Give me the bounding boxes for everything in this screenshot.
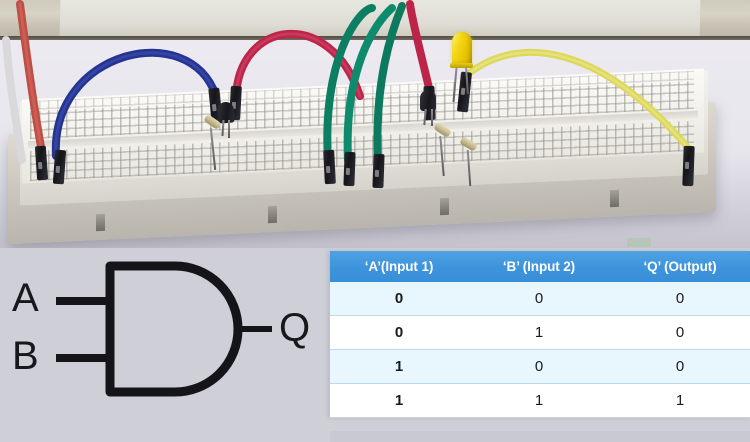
dupont-connector xyxy=(682,145,695,187)
and-gate-symbol: A B Q xyxy=(0,248,330,442)
dupont-connector xyxy=(323,149,336,185)
desk-speck xyxy=(627,238,651,247)
cell-q: 0 xyxy=(610,282,750,316)
and-gate-body xyxy=(105,261,243,397)
truth-table: ‘A’(Input 1) ‘B’ (Input 2) ‘Q’ (Output) … xyxy=(330,251,750,418)
cell-a: 0 xyxy=(330,315,468,350)
led-yellow xyxy=(452,32,472,66)
cell-q: 1 xyxy=(610,383,750,418)
input-b-label: B xyxy=(12,334,39,378)
transistor xyxy=(420,90,436,111)
cell-q: 0 xyxy=(610,315,750,350)
column-header-q: ‘Q’ (Output) xyxy=(610,251,750,282)
dupont-connector xyxy=(34,145,49,181)
dupont-connector xyxy=(372,153,385,189)
component-lead xyxy=(228,120,230,138)
cell-a: 1 xyxy=(330,349,468,384)
led-rim xyxy=(450,63,473,68)
table-row: 1 1 1 xyxy=(330,383,750,418)
output-q-label: Q xyxy=(279,306,311,350)
gate-drawing xyxy=(56,261,272,397)
cell-a: 1 xyxy=(330,383,468,418)
truth-table-header-row: ‘A’(Input 1) ‘B’ (Input 2) ‘Q’ (Output) xyxy=(330,251,750,282)
dupont-connector xyxy=(52,149,67,185)
table-row: 0 1 0 xyxy=(330,315,750,350)
input-a-label: A xyxy=(12,276,39,320)
cell-b: 1 xyxy=(468,315,610,350)
column-header-a: ‘A’(Input 1) xyxy=(330,251,468,282)
table-row: 0 0 0 xyxy=(330,282,750,316)
desk-edge-line xyxy=(0,36,750,40)
cell-b: 1 xyxy=(468,383,610,418)
dupont-connector xyxy=(343,151,356,187)
component-lead xyxy=(431,109,433,126)
breadboard-photo xyxy=(0,0,750,248)
cell-q: 0 xyxy=(610,349,750,384)
jumper-wires xyxy=(2,0,694,166)
cell-b: 0 xyxy=(468,282,610,316)
transistor xyxy=(217,101,235,124)
column-header-b: ‘B’ (Input 2) xyxy=(468,251,610,282)
table-row: 1 0 0 xyxy=(330,349,750,384)
cell-a: 0 xyxy=(330,282,468,316)
cell-b: 0 xyxy=(468,349,610,384)
truth-table-footer-strip xyxy=(330,431,750,442)
